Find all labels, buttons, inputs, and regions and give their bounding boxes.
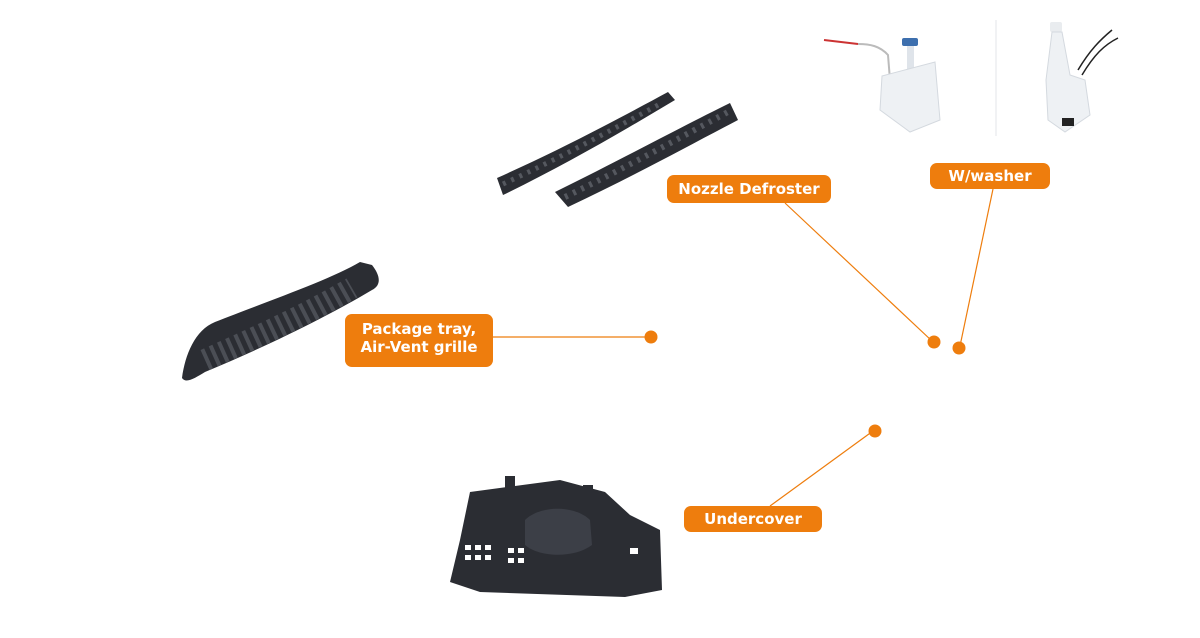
callout-label-line2: Air-Vent grille [360,338,478,356]
connector-washer [959,188,994,347]
dot-washer [952,341,966,355]
callout-undercover: Undercover [684,506,822,532]
callout-washer: W/washer [930,163,1050,189]
callout-label: Nozzle Defroster [678,180,820,198]
dot-nozzle [927,335,941,349]
connector-undercover [769,430,874,507]
callout-package-tray: Package tray, Air-Vent grille [345,314,493,367]
nozzle-defroster-image [497,92,738,207]
dot-undercover [868,424,882,438]
dot-package [644,330,658,344]
washer-tank-image [823,20,1119,136]
callout-label-line1: Package tray, [361,320,477,338]
connector-nozzle [784,202,933,342]
callout-label: Undercover [704,510,802,528]
undercover-image [450,476,662,597]
air-vent-grille-image [182,262,379,381]
callout-label: W/washer [948,167,1032,185]
callout-nozzle-defroster: Nozzle Defroster [667,175,831,203]
